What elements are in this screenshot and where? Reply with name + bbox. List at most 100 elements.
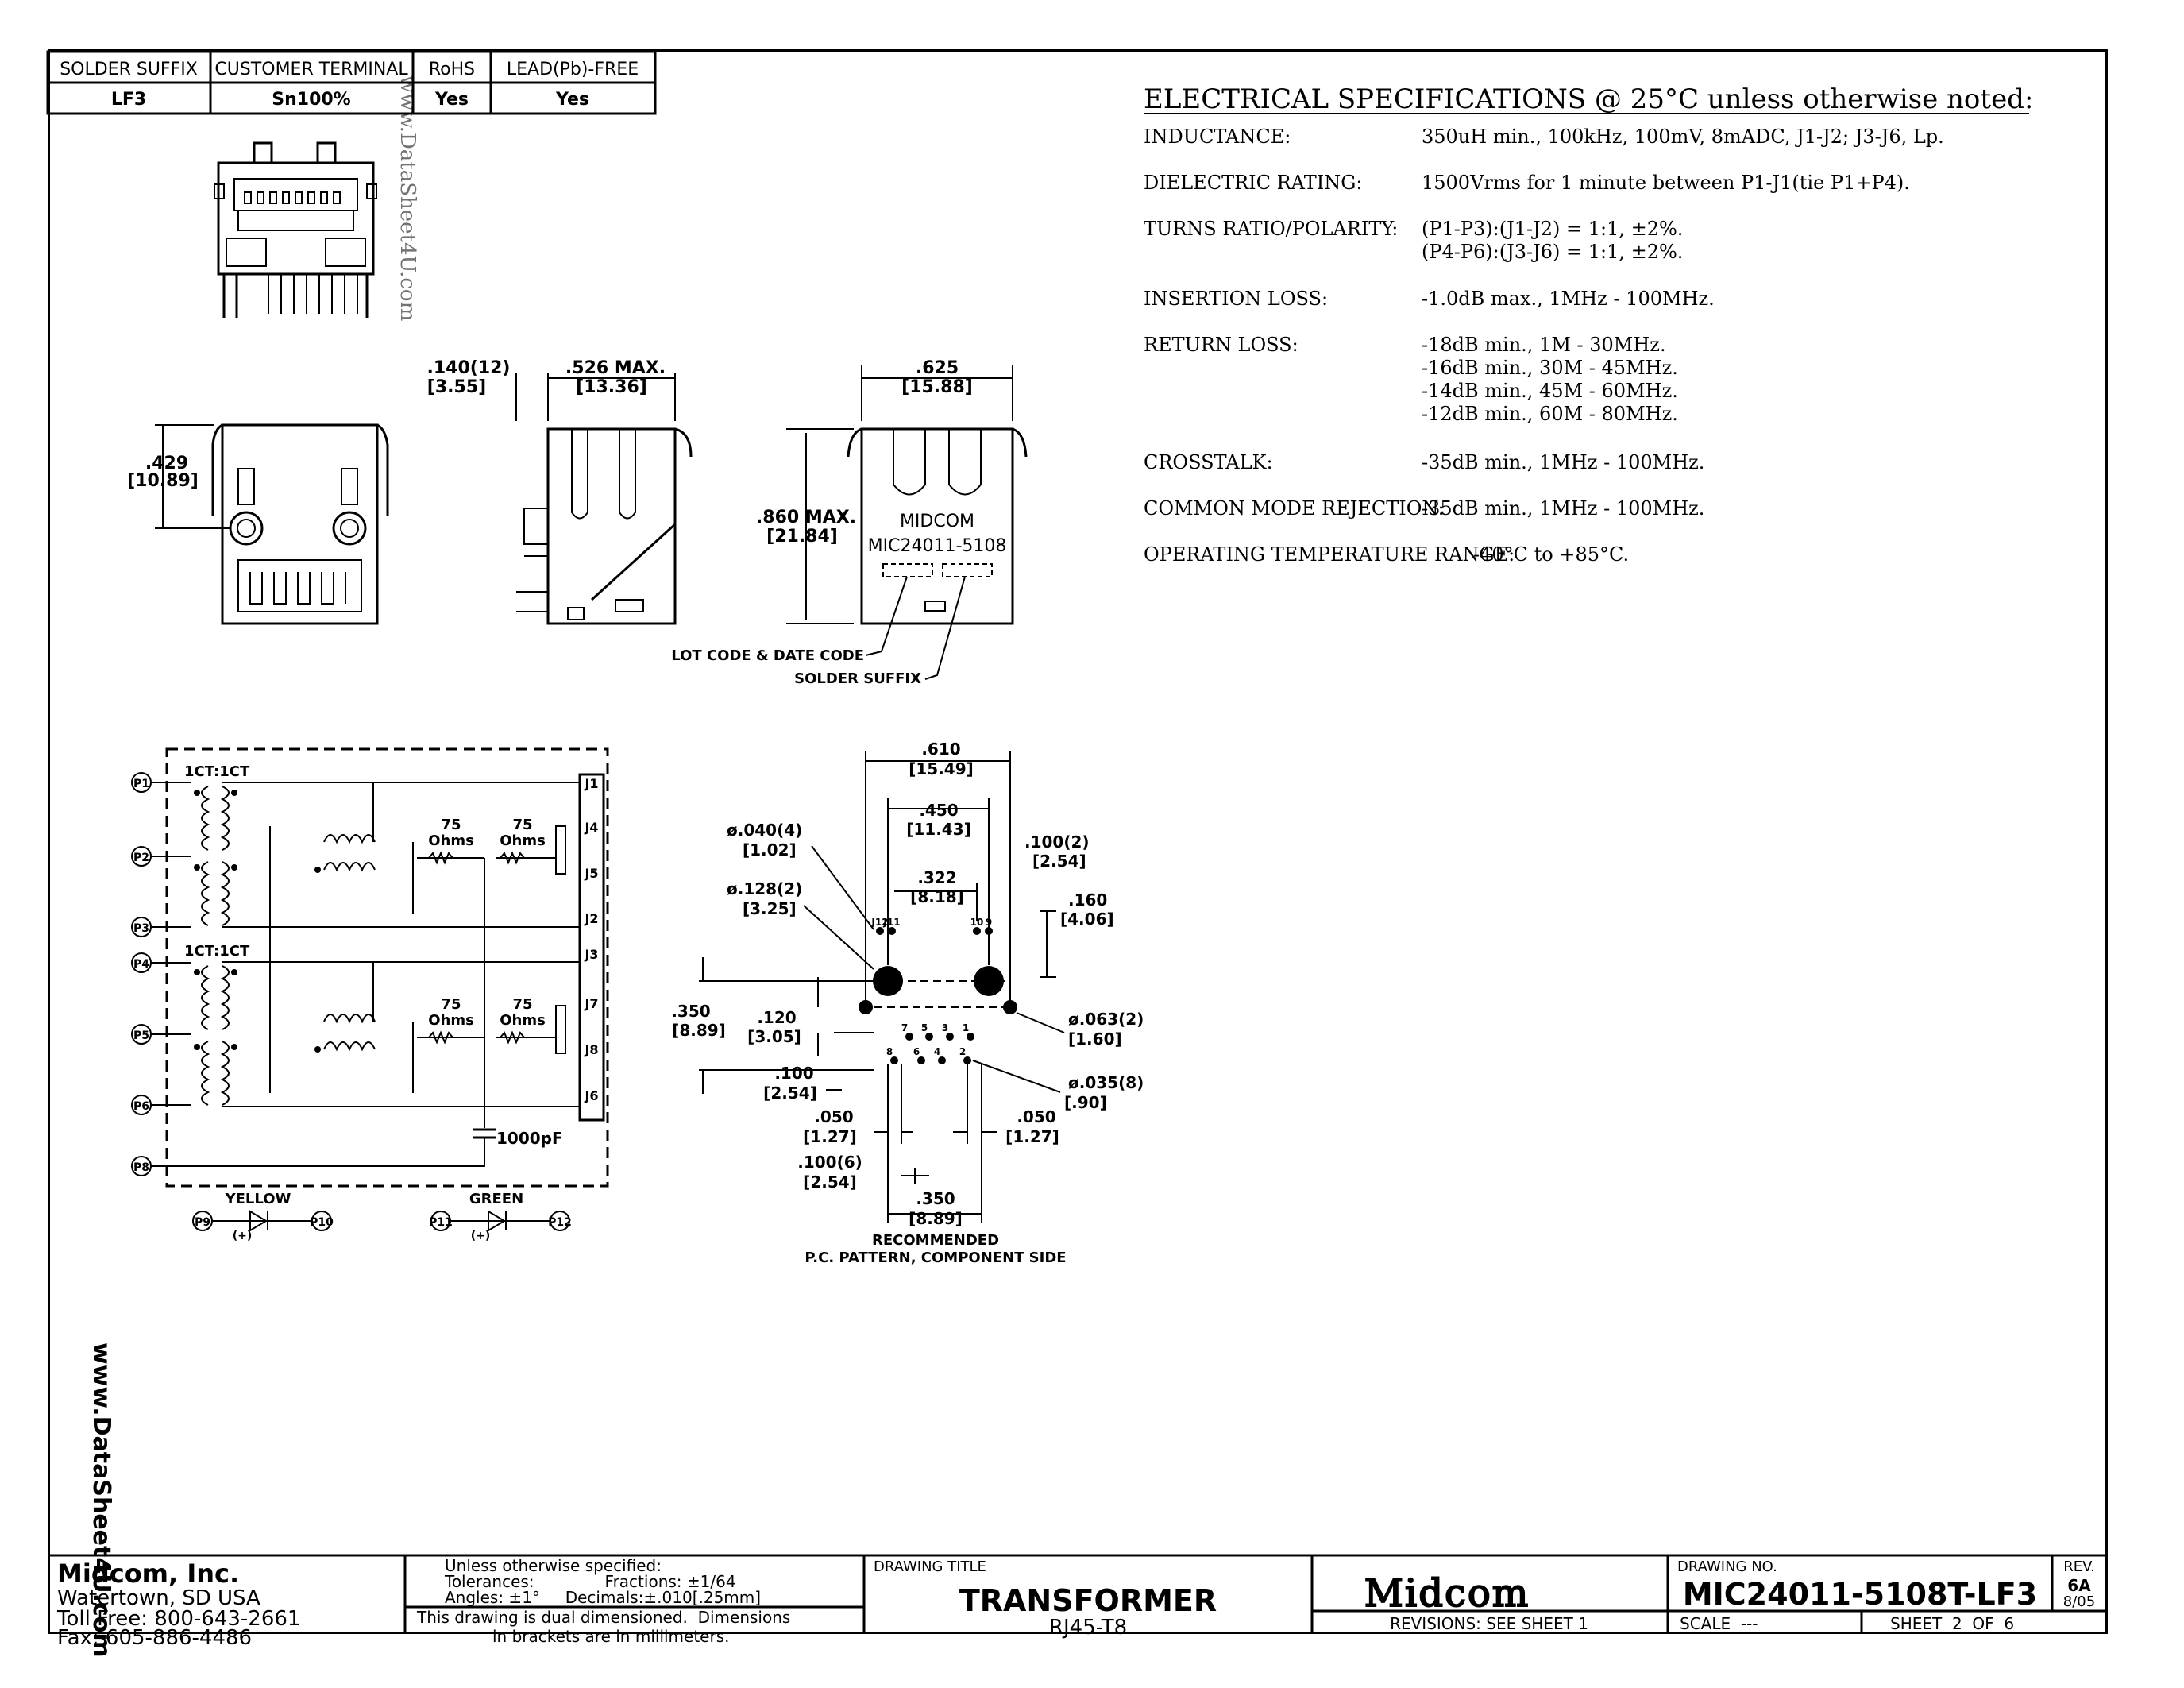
- contact-pin: [320, 191, 328, 204]
- company-fax: Fax: 605-886-4486: [57, 1626, 252, 1650]
- dim-label: [21.84]: [766, 527, 838, 547]
- dim-label: .100(6): [797, 1153, 862, 1172]
- dim-label: .100: [774, 1064, 813, 1083]
- resistor-value: 75: [512, 996, 532, 1013]
- pin-label: P8: [133, 1161, 149, 1174]
- spec-value: -35dB min., 1MHz - 100MHz.: [1422, 497, 1704, 520]
- spec-value: -18dB min., 1M - 30MHz.: [1422, 334, 1666, 356]
- solder-suffix-table: SOLDER SUFFIX CUSTOMER TERMINAL RoHS LEA…: [46, 50, 657, 115]
- company-phone: Toll Free: 800-643-2661: [56, 1607, 300, 1631]
- dim-label: [10.89]: [127, 471, 199, 491]
- tolerance-text: Unless otherwise specified:: [445, 1556, 662, 1575]
- spec-label: CROSSTALK:: [1144, 451, 1273, 473]
- table-header: RoHS: [429, 60, 475, 79]
- spec-value: -1.0dB max., 1MHz - 100MHz.: [1422, 288, 1715, 310]
- table-header: SOLDER SUFFIX: [60, 60, 198, 79]
- pcb-hole: [890, 1056, 898, 1064]
- dim-label: .860 MAX.: [756, 508, 856, 527]
- resistor-value: 75: [441, 996, 461, 1013]
- winding: [323, 1014, 376, 1024]
- pin-label: J2: [584, 911, 598, 926]
- pcb-caption: P.C. PATTERN, COMPONENT SIDE: [805, 1250, 1066, 1266]
- revisions-note: REVISIONS: SEE SHEET 1: [1390, 1614, 1588, 1633]
- dual-dimension-note: This drawing is dual dimensioned. Dimens…: [416, 1608, 790, 1627]
- pin-label: J8: [584, 1042, 598, 1057]
- pin-label: J1: [584, 776, 598, 791]
- dim-label: [15.88]: [901, 377, 973, 397]
- pin-label: J5: [584, 866, 598, 881]
- dim-label: .120: [757, 1008, 796, 1027]
- hole-label: [1.02]: [743, 840, 797, 859]
- contact-pin: [269, 191, 277, 204]
- dim-label: .610: [921, 740, 960, 759]
- pin-label: P11: [429, 1216, 453, 1229]
- turns-ratio-label: 1CT:1CT: [184, 763, 250, 780]
- dim-label: [2.54]: [763, 1083, 817, 1103]
- resistor-value: 75: [441, 817, 461, 833]
- midcom-logo: Midcom: [1364, 1571, 1530, 1616]
- hole-label: [.90]: [1064, 1093, 1107, 1112]
- dim-label: .322: [917, 868, 956, 887]
- winding: [201, 786, 210, 851]
- dim-label: .526 MAX.: [565, 358, 666, 378]
- table-cell: Sn100%: [272, 90, 350, 110]
- pin-number: 3: [942, 1022, 948, 1033]
- dim-label: .050: [814, 1107, 853, 1126]
- marking-brand: MIDCOM: [900, 512, 974, 531]
- contact-pin: [333, 191, 341, 204]
- top-view-connector: [214, 141, 377, 318]
- pin-label: P12: [548, 1216, 572, 1229]
- winding: [201, 861, 210, 926]
- spec-value: -16dB min., 30M - 45MHz.: [1422, 357, 1678, 379]
- table-header: LEAD(Pb)-FREE: [507, 60, 639, 79]
- spec-label: RETURN LOSS:: [1144, 334, 1298, 356]
- drawing-no-label: DRAWING NO.: [1677, 1559, 1777, 1575]
- pcb-hole: [917, 1056, 925, 1064]
- dim-label: [4.06]: [1060, 910, 1114, 929]
- winding: [323, 862, 376, 872]
- hole-label: [3.25]: [743, 899, 797, 918]
- pin-number: 2: [959, 1046, 966, 1057]
- table-cell: Yes: [555, 90, 589, 110]
- sheet-text: SHEET 2 OF 6: [1890, 1614, 2014, 1633]
- dim-label: .429: [145, 454, 188, 473]
- pin-number: 10: [970, 917, 984, 928]
- winding: [220, 965, 230, 1030]
- dim-label: .140(12): [426, 358, 510, 378]
- pin-number: 5: [921, 1022, 928, 1033]
- table-cell: Yes: [434, 90, 469, 110]
- dim-label: .350: [916, 1189, 955, 1208]
- hole-label: ø.040(4): [727, 821, 802, 840]
- drawing-subtitle: RJ45-T8: [1049, 1616, 1127, 1640]
- dim-label: .350: [671, 1002, 710, 1021]
- pcb-hole: [938, 1056, 946, 1064]
- dim-label: [8.18]: [910, 887, 964, 906]
- pin-label: J3: [584, 947, 598, 962]
- pin-label: P2: [133, 852, 149, 864]
- pin-label: J4: [584, 820, 598, 835]
- title-block: Midcom, Inc. Watertown, SD USA Toll Free…: [48, 1554, 2108, 1650]
- pin-number: 1: [963, 1022, 969, 1033]
- contact-pin: [257, 191, 264, 204]
- spec-label: INSERTION LOSS:: [1144, 288, 1328, 310]
- schematic-diagram: 1CT:1CT 1CT:1CT P1P2P3P4P5P6P8J1J4J5J2J3…: [131, 747, 609, 1242]
- resistor-unit: Ohms: [428, 1012, 474, 1029]
- resistor: [500, 1030, 525, 1045]
- spec-value: -14dB min., 45M - 60MHz.: [1422, 380, 1678, 402]
- resistor: [428, 851, 453, 865]
- winding: [220, 786, 230, 851]
- table-header: CUSTOMER TERMINAL: [214, 60, 408, 79]
- pcb-hole: [946, 1033, 954, 1041]
- winding: [323, 834, 376, 844]
- capacitor-value: 1000pF: [496, 1129, 563, 1148]
- resistor: [428, 1030, 453, 1045]
- lot-code-label: LOT CODE & DATE CODE: [671, 647, 864, 664]
- dual-dimension-note: in brackets are in millimeters.: [492, 1627, 730, 1646]
- spec-label: TURNS RATIO/POLARITY:: [1144, 218, 1398, 240]
- dim-label: [3.55]: [427, 377, 486, 397]
- led-color-label: YELLOW: [225, 1191, 291, 1207]
- dim-label: .625: [916, 358, 959, 378]
- plus-label: (+): [471, 1230, 491, 1242]
- tolerance-text: Tolerances: Fractions: ±1/64: [444, 1572, 736, 1591]
